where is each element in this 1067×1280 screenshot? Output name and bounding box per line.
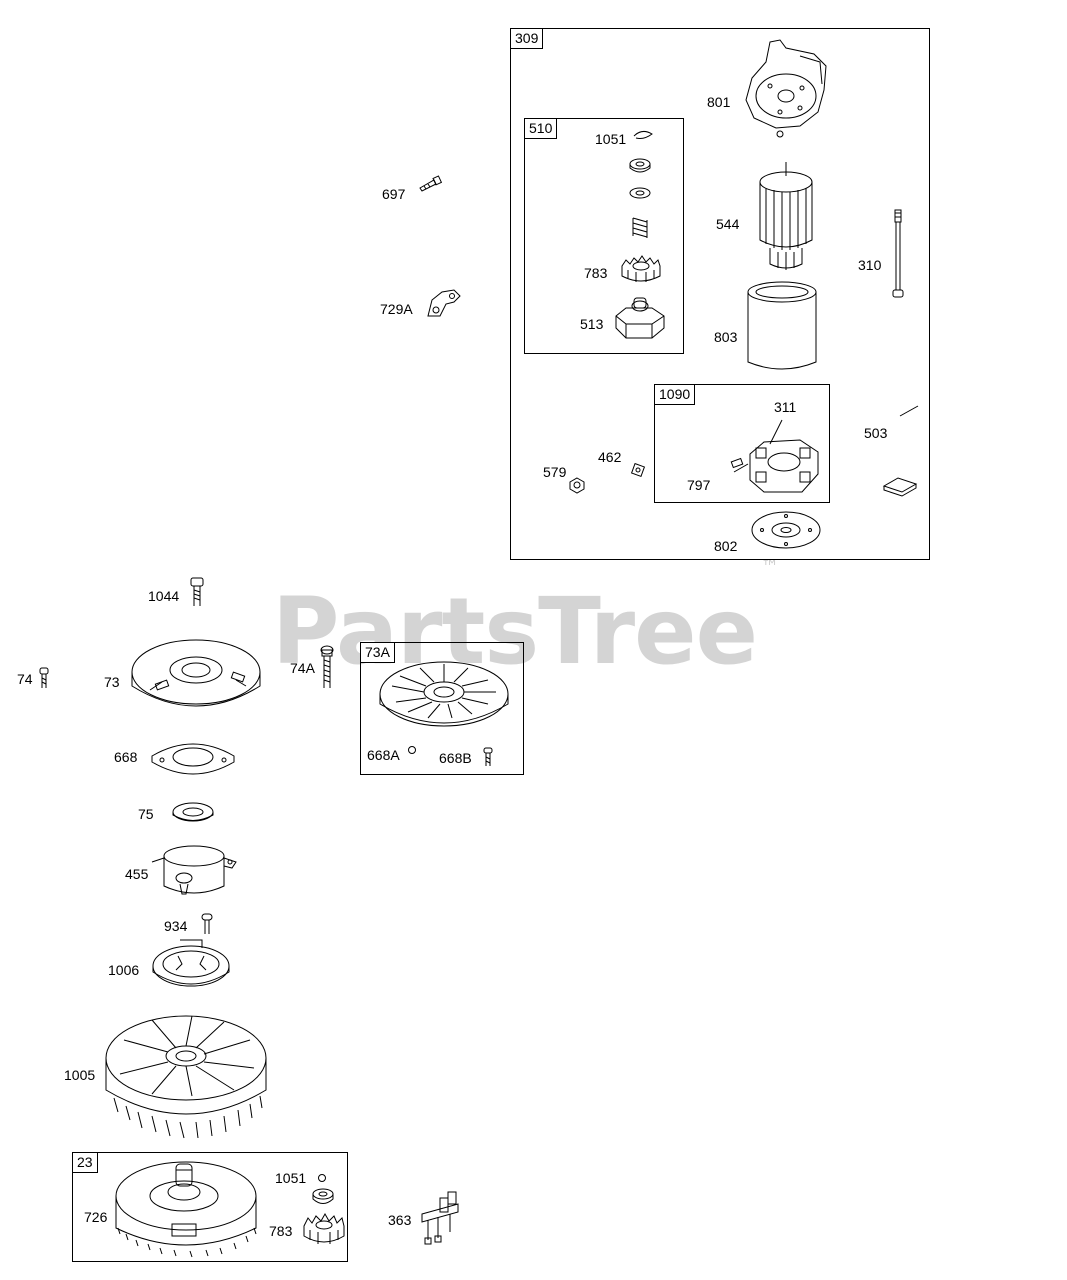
nut-579-icon — [569, 477, 585, 494]
pinion-gear-783-icon — [621, 255, 661, 282]
label-797[interactable]: 797 — [687, 477, 711, 493]
clip-668A-icon — [408, 746, 416, 754]
clip-1051-icon — [633, 130, 653, 139]
bolt-1044-icon — [190, 577, 204, 606]
label-726[interactable]: 726 — [84, 1209, 108, 1225]
brush-holder-311-icon — [730, 419, 819, 493]
label-1044[interactable]: 1044 — [148, 588, 180, 604]
bracket-plate-icon — [882, 477, 918, 497]
screw-503-icon — [899, 405, 919, 417]
label-729A[interactable]: 729A — [380, 301, 413, 317]
label-1051-starter[interactable]: 1051 — [595, 131, 627, 147]
screw-74-icon — [39, 667, 49, 688]
label-934[interactable]: 934 — [164, 918, 188, 934]
nut-flywheel-icon — [312, 1188, 334, 1204]
label-311[interactable]: 311 — [774, 399, 797, 415]
group-510-frame: 510 — [524, 118, 684, 354]
label-363[interactable]: 363 — [388, 1212, 412, 1228]
drive-513-icon — [615, 297, 665, 339]
group-73A-tag: 73A — [361, 643, 395, 663]
group-73A-frame: 73A — [360, 642, 524, 775]
group-309-frame: 309 — [510, 28, 930, 560]
collar-icon — [629, 158, 651, 173]
label-803[interactable]: 803 — [714, 329, 738, 345]
clip-1051-flywheel-icon — [318, 1174, 326, 1182]
label-310[interactable]: 310 — [858, 257, 882, 273]
bolt-74A-icon — [320, 645, 334, 688]
screw-697-icon — [419, 175, 443, 192]
group-1090-tag: 1090 — [655, 385, 696, 405]
label-668[interactable]: 668 — [114, 749, 138, 765]
pinion-gear-783-flywheel-icon — [303, 1212, 345, 1244]
label-802[interactable]: 802 — [714, 538, 738, 554]
label-801[interactable]: 801 — [707, 94, 731, 110]
label-455[interactable]: 455 — [125, 866, 149, 882]
ring-1006-icon — [152, 939, 230, 987]
label-668B[interactable]: 668B — [439, 750, 472, 766]
group-23-frame: 23 — [72, 1152, 348, 1262]
group-510-tag: 510 — [525, 119, 558, 139]
spring-icon — [632, 217, 648, 238]
flywheel-726-icon — [115, 1161, 257, 1258]
group-1090-frame: 1090 — [654, 384, 830, 503]
washer-75-icon — [172, 802, 214, 822]
group-309-tag: 309 — [511, 29, 544, 49]
fan-1005-icon — [105, 1015, 267, 1139]
through-bolt-310-icon — [892, 209, 904, 298]
nut-462-icon — [630, 462, 646, 478]
screw-934-icon — [201, 913, 213, 934]
label-75[interactable]: 75 — [138, 806, 154, 822]
group-23-tag: 23 — [73, 1153, 98, 1173]
bracket-729A-icon — [427, 289, 461, 317]
rotating-screen-73-icon — [131, 639, 261, 707]
fan-retainer-455-icon — [151, 845, 237, 895]
washer-icon — [629, 187, 651, 199]
label-73[interactable]: 73 — [104, 674, 120, 690]
label-668A[interactable]: 668A — [367, 747, 400, 763]
label-783-flywheel[interactable]: 783 — [269, 1223, 293, 1239]
label-1051-flywheel[interactable]: 1051 — [275, 1170, 307, 1186]
retainer-668-icon — [151, 743, 235, 775]
label-1006[interactable]: 1006 — [108, 962, 140, 978]
label-697[interactable]: 697 — [382, 186, 406, 202]
bracket-363-icon — [421, 1191, 459, 1245]
label-1005[interactable]: 1005 — [64, 1067, 96, 1083]
label-503[interactable]: 503 — [864, 425, 888, 441]
label-513[interactable]: 513 — [580, 316, 604, 332]
label-462[interactable]: 462 — [598, 449, 622, 465]
label-74[interactable]: 74 — [17, 671, 33, 687]
label-579[interactable]: 579 — [543, 464, 567, 480]
end-plate-802-icon — [751, 511, 821, 549]
screw-668B-icon — [483, 747, 493, 766]
watermark: PartsTree™ — [272, 557, 779, 685]
armature-544-icon — [759, 162, 813, 270]
screen-73A-icon — [379, 661, 509, 727]
label-544[interactable]: 544 — [716, 216, 740, 232]
label-783-starter[interactable]: 783 — [584, 265, 608, 281]
label-74A[interactable]: 74A — [290, 660, 315, 676]
housing-803-icon — [747, 281, 817, 370]
end-cap-801-icon — [745, 39, 827, 138]
